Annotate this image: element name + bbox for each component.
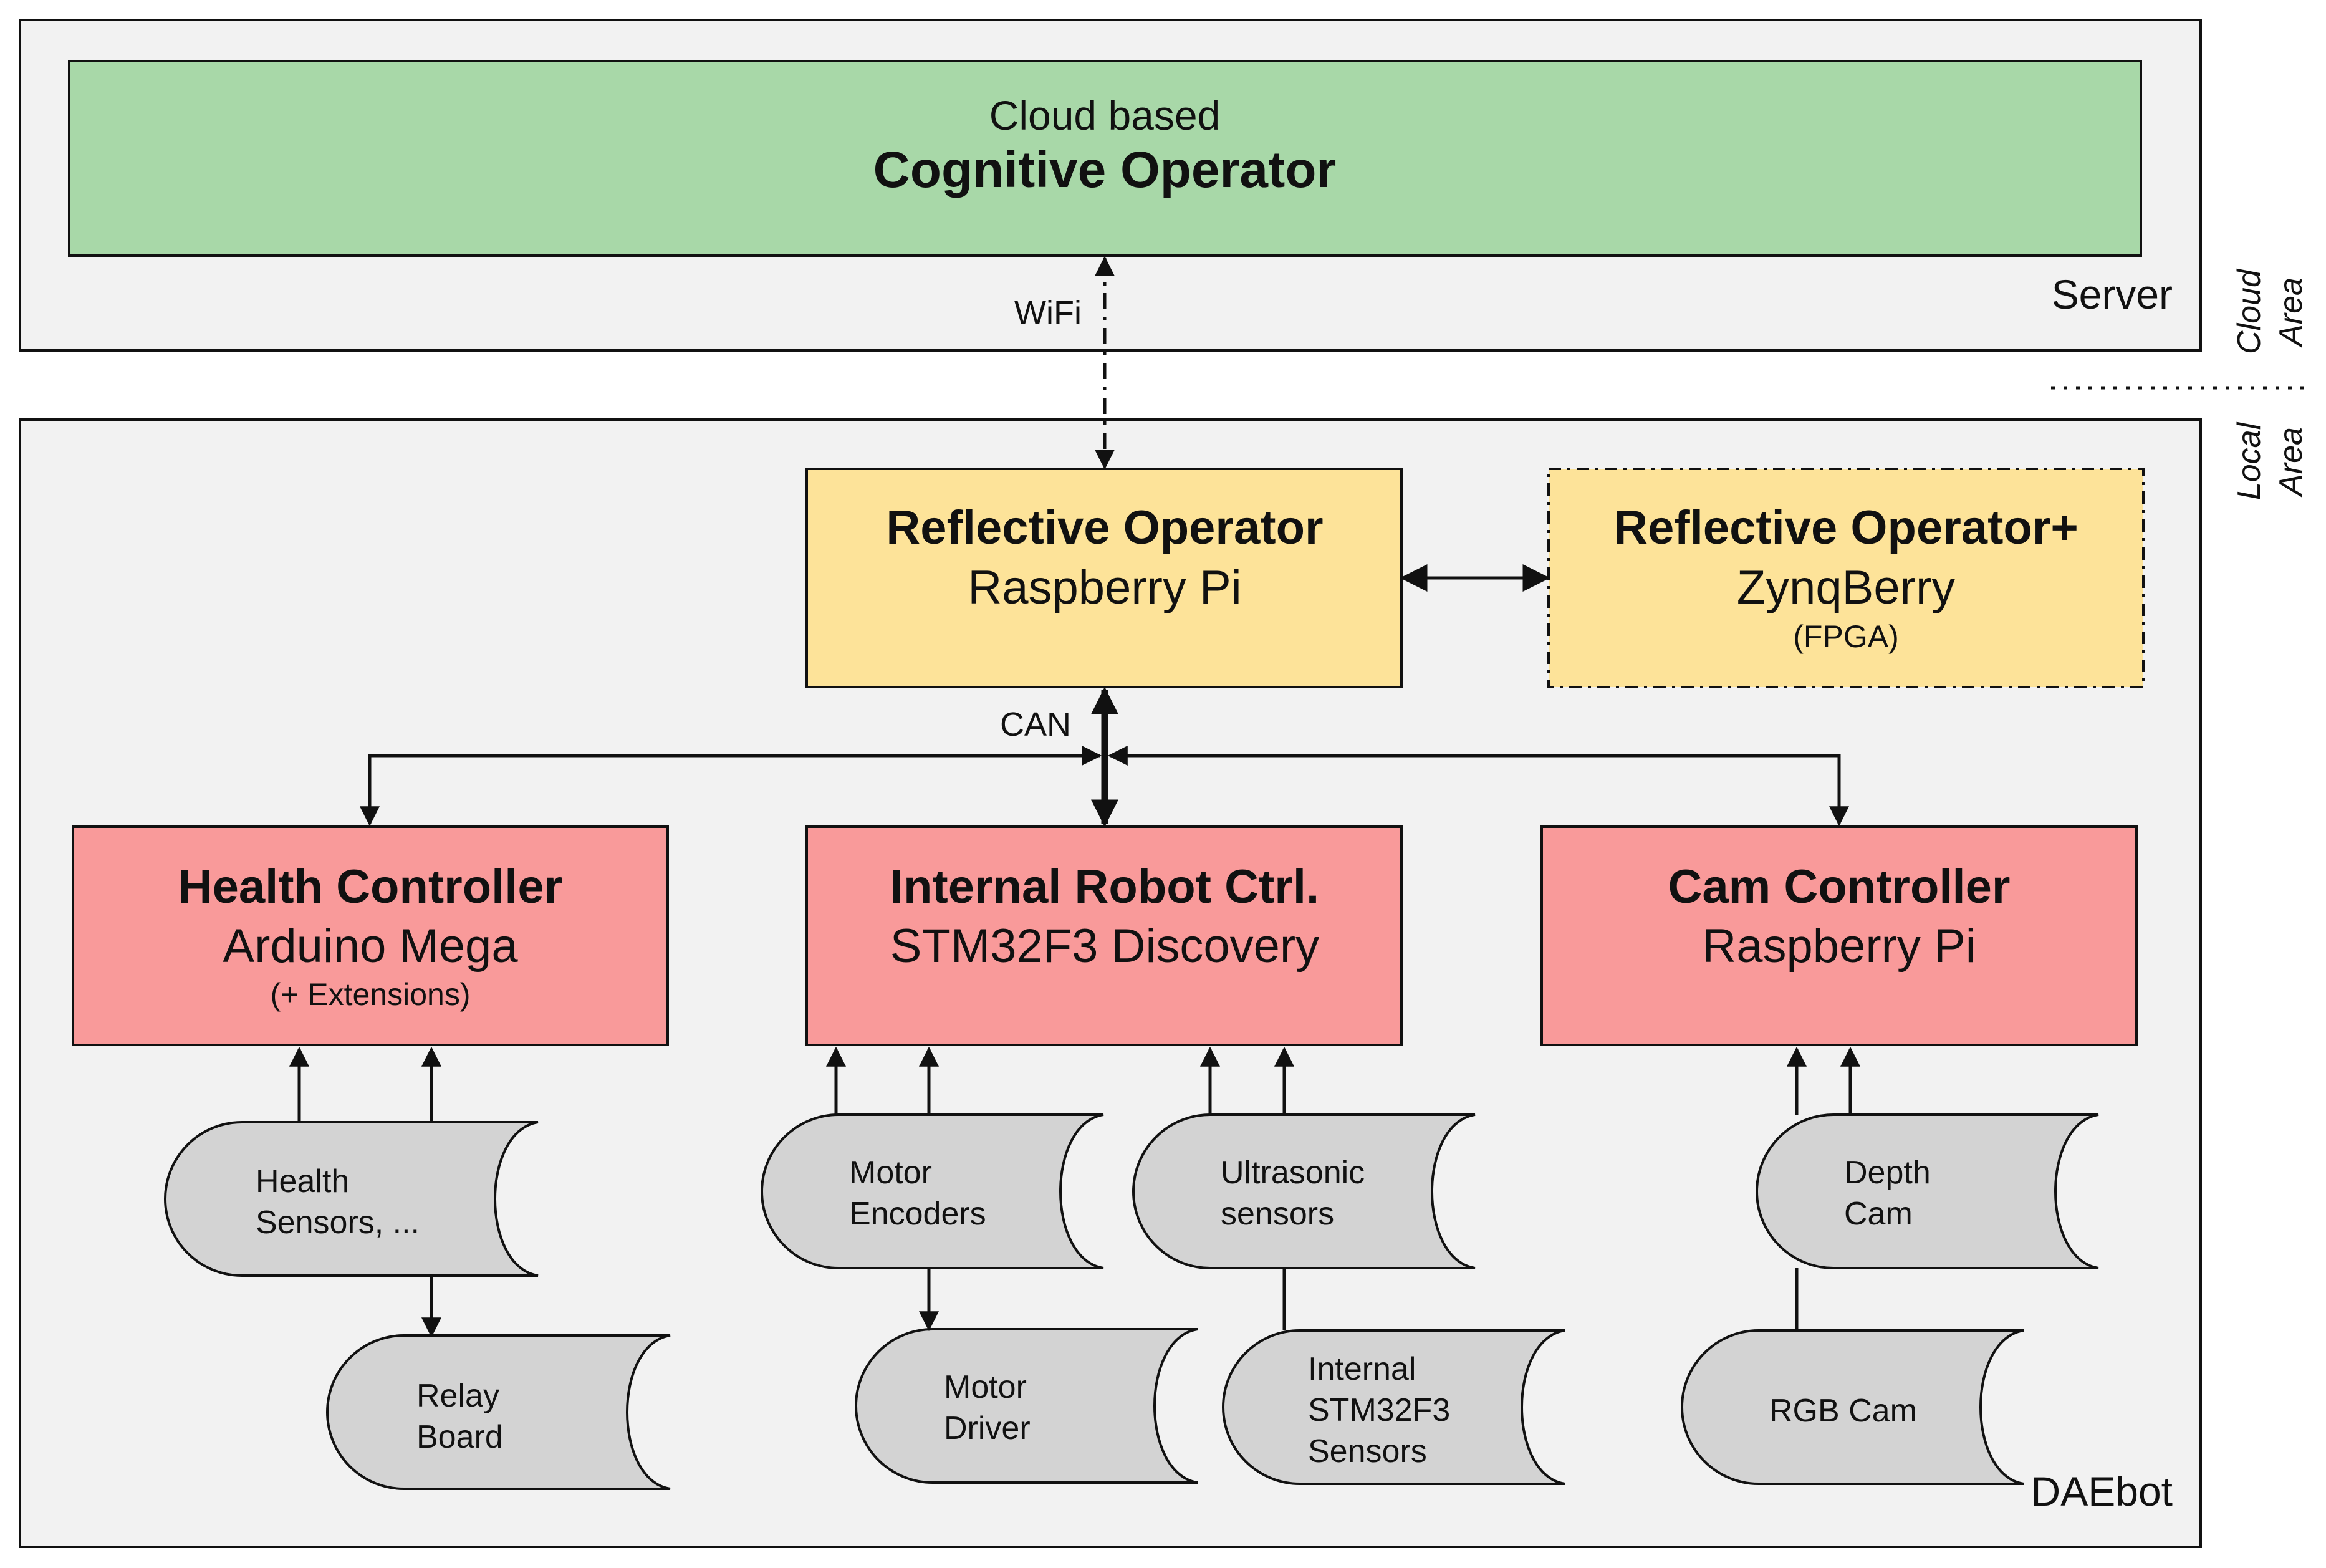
device-label-line: Board [416,1419,503,1455]
device-label-line: Driver [944,1410,1031,1446]
device-label-line: Motor [944,1369,1027,1405]
device-shape [164,1121,539,1277]
reflective-operator-title: Reflective Operator [886,501,1323,554]
device-rgb-cam: RGB Cam [1681,1329,2024,1485]
device-label-line: STM32F3 [1308,1392,1450,1428]
daebot-label: DAEbot [2031,1468,2173,1514]
cam-controller-title: Cam Controller [1668,860,2011,913]
reflective-operator-box [805,468,1403,688]
local-area-label-line1: Local [2231,421,2267,500]
health-controller-title: Health Controller [178,860,563,913]
device-label-line: sensors [1221,1196,1334,1232]
server-label: Server [2052,271,2173,317]
device-label-line: Sensors, ... [256,1205,420,1241]
health-controller-box [72,825,669,1046]
internal-robot-ctrl-title: Internal Robot Ctrl. [890,860,1319,913]
device-label-line: Encoders [849,1196,986,1232]
device-health-sensors: HealthSensors, ... [164,1121,539,1277]
cam-controller-box [1540,825,2138,1046]
cam-controller-subtitle: Raspberry Pi [1702,920,1976,973]
health-controller-note: (+ Extensions) [271,977,471,1012]
device-shape [1681,1329,2024,1485]
device-shape [1222,1329,1565,1485]
device-label-line: Depth [1844,1155,1931,1191]
internal-robot-ctrl-subtitle: STM32F3 Discovery [890,920,1319,973]
device-label-line: Internal [1308,1351,1416,1387]
cognitive-subtitle: Cloud based [989,92,1221,138]
reflective-operator-plus-note: (FPGA) [1793,619,1898,654]
device-label-line: Sensors [1308,1433,1427,1469]
reflective-operator-subtitle: Raspberry Pi [968,561,1241,614]
device-shape [326,1334,671,1490]
reflective-operator-plus-subtitle: ZynqBerry [1737,561,1956,614]
local-area-label: Local Area [2231,421,2309,500]
device-label-line: Ultrasonic [1221,1155,1365,1191]
device-shape [1132,1113,1476,1269]
device-shape [855,1328,1198,1484]
health-controller-subtitle: Arduino Mega [223,920,518,973]
device-connections [289,1046,1860,1338]
device-label-line: Health [256,1163,349,1200]
local-area-label-line2: Area [2273,427,2309,498]
cloud-area-label: Cloud Area [2231,268,2309,354]
device-ultrasonic: Ultrasonic sensors [1132,1113,1476,1269]
cognitive-title: Cognitive Operator [873,142,1337,198]
cloud-area-label-line2: Area [2273,277,2309,348]
device-label-line: RGB Cam [1769,1393,1917,1429]
device-shape [761,1113,1104,1269]
device-label-line: Relay [416,1378,499,1414]
reflective-operator-plus-title: Reflective Operator+ [1613,501,2079,554]
internal-robot-ctrl-box [805,825,1403,1046]
device-label-line: Motor [849,1155,932,1191]
cloud-area-label-line1: Cloud [2231,268,2267,354]
can-label: CAN [1000,706,1071,743]
cognitive-operator-box [68,60,2142,257]
device-label-line: Cam [1844,1196,1913,1232]
device-shape [1756,1113,2099,1269]
wifi-label: WiFi [1014,294,1082,332]
